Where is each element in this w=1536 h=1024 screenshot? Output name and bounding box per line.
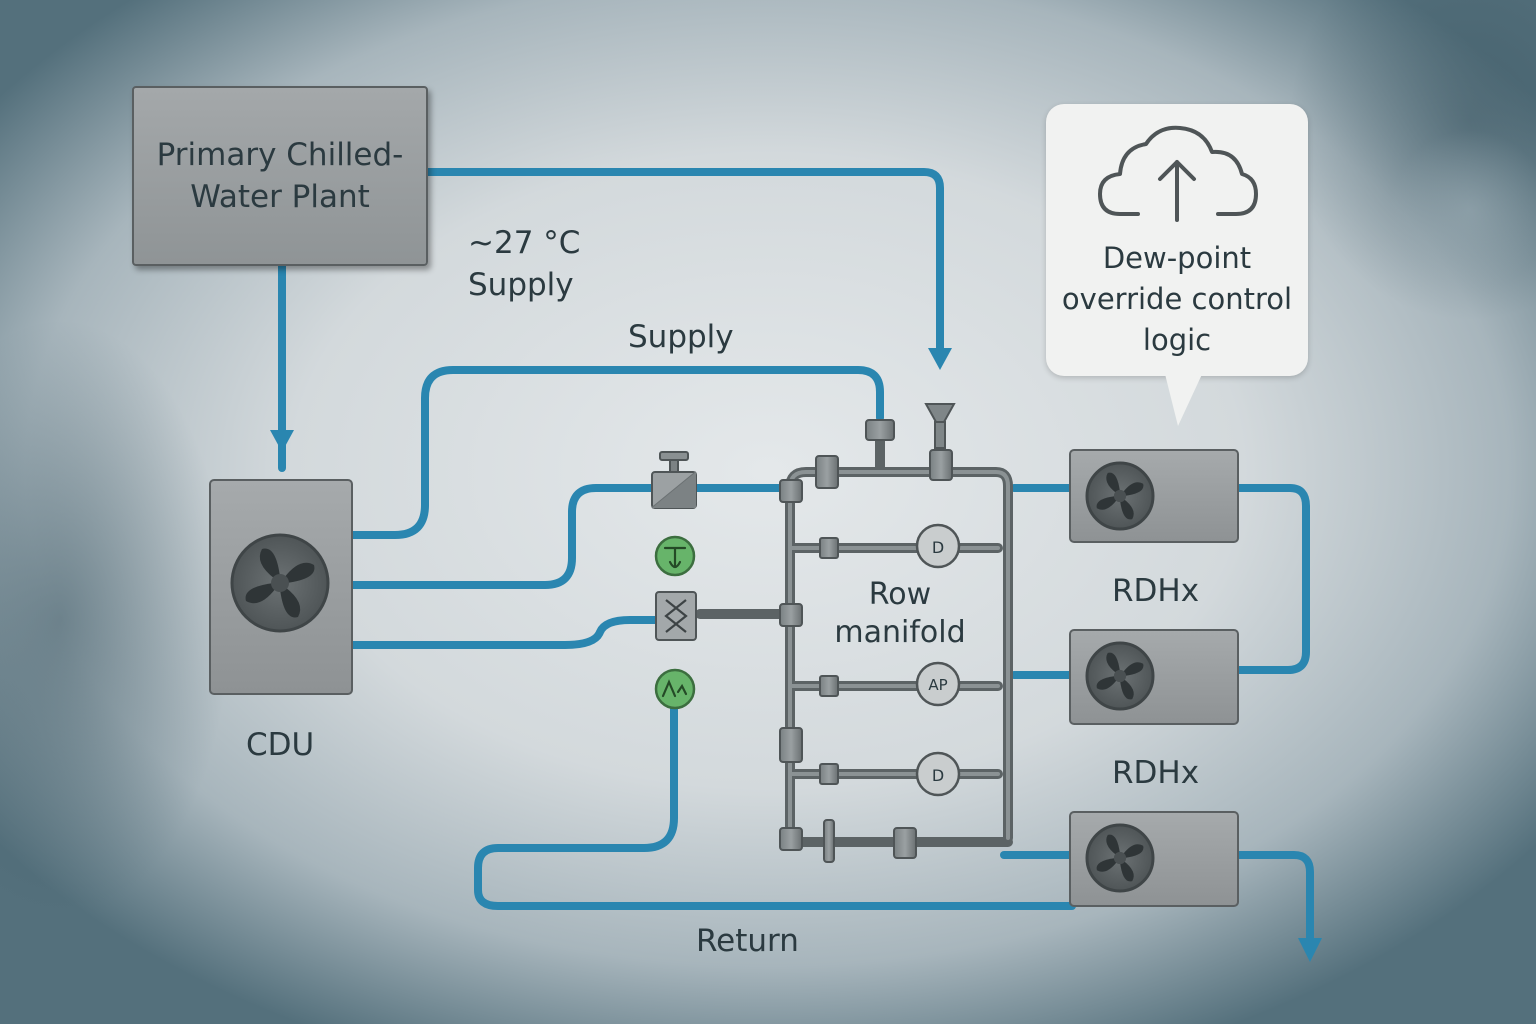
flow-arrow-down: [270, 430, 294, 452]
rdhx-label-1: RDHx: [1112, 573, 1200, 609]
rdhx-unit-3: [1069, 811, 1239, 907]
cdu-to-valve-pipe: [348, 484, 659, 589]
pipe-fittings: [779, 419, 953, 863]
supply-temperature-value: ~27 °C: [468, 225, 581, 261]
callout-text: Dew-point override control logic: [1061, 241, 1293, 357]
primary-chilled-water-plant: Primary Chilled-Water Plant: [132, 86, 428, 266]
return-pipe: [474, 704, 1076, 910]
control-valve: [651, 451, 697, 509]
gauge-label-d-lower: D: [932, 766, 944, 785]
rdhx-unit-2: [1069, 629, 1239, 725]
pressure-sensor: [654, 668, 696, 710]
flow-arrow-down: [928, 348, 952, 370]
gauge-d-lower: [915, 751, 961, 797]
cloud-upload-icon: [1098, 125, 1258, 222]
supply-temperature-label: Supply: [468, 267, 574, 303]
gauge-label-ap: AP: [928, 676, 947, 694]
sensor-glyphs: [661, 546, 688, 698]
cdu-unit: [209, 479, 353, 695]
dew-point-callout: Dew-point override control logic: [1046, 104, 1308, 376]
manifold-gauges: [915, 523, 961, 797]
supply-label: Supply: [628, 319, 734, 355]
rdhx-outlet-pipe: [1234, 851, 1314, 944]
return-label: Return: [696, 923, 799, 959]
water-pipes: [278, 168, 1314, 944]
cdu-to-sensor-pipe: [348, 616, 659, 649]
callout-tail: [1164, 370, 1204, 426]
supply-inlet-funnel: [924, 403, 956, 423]
rdhx-unit-1: [1069, 449, 1239, 543]
gauge-d-upper: [915, 523, 961, 569]
rdhx-series-pipe-upper: [1234, 484, 1310, 674]
flow-sensor: [655, 591, 697, 641]
supply-inlet-neck: [934, 421, 946, 449]
cdu-supply-loop-pipe: [348, 366, 884, 539]
plant-supply-pipe: [420, 168, 944, 356]
gauge-label-d-upper: D: [932, 538, 944, 557]
flow-arrow-down: [1298, 938, 1322, 962]
plant-label: Primary Chilled-Water Plant: [156, 137, 404, 215]
cdu-label: CDU: [246, 727, 315, 763]
row-manifold-label: Row manifold: [834, 577, 966, 650]
rdhx-label-2: RDHx: [1112, 755, 1200, 791]
row-manifold-highlights: [788, 470, 1010, 844]
gauge-ap: [915, 661, 961, 707]
